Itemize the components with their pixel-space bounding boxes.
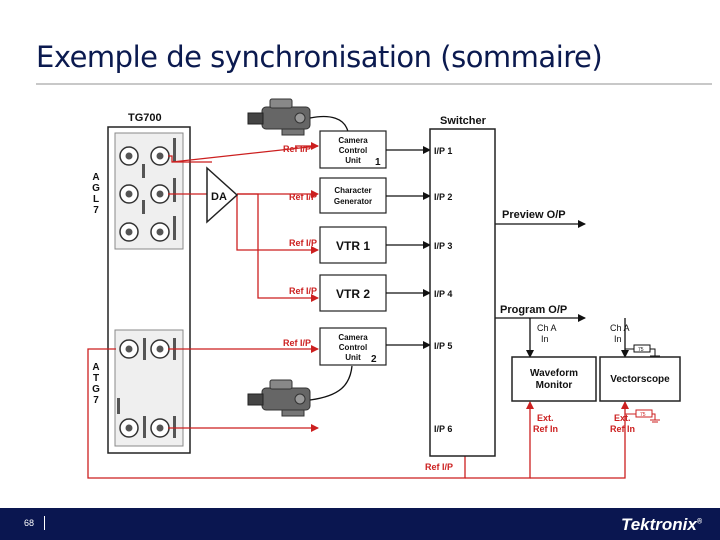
ref-input-label: Ref I/P bbox=[425, 462, 453, 472]
ccu2-line: Unit bbox=[345, 353, 361, 362]
vtr-1 bbox=[319, 226, 387, 264]
da-amplifier bbox=[206, 166, 239, 224]
chargen-line: Character bbox=[334, 186, 371, 195]
camera-links bbox=[309, 115, 353, 401]
switcher-box bbox=[429, 128, 496, 457]
bnc-connector-icon bbox=[119, 339, 139, 359]
ccu2-line: Control bbox=[339, 343, 367, 352]
ext-ref-label: Ext. bbox=[614, 413, 631, 423]
ext-ref-label: Ref In bbox=[610, 424, 635, 434]
ccu2-number: 2 bbox=[371, 354, 377, 365]
waveform-monitor bbox=[511, 356, 597, 402]
page-number: 68 bbox=[24, 518, 35, 528]
title-divider bbox=[36, 83, 712, 85]
program-output-label: Program O/P bbox=[500, 304, 567, 316]
atg7-letter: 7 bbox=[93, 395, 99, 406]
footer-bar: 68 Tektronix® bbox=[0, 508, 720, 540]
slide-title: Exemple de synchronisation (sommaire) bbox=[36, 40, 603, 74]
atg7-letter: A bbox=[92, 362, 99, 373]
switcher-input-label: I/P 2 bbox=[434, 192, 452, 202]
ccu1-line: Control bbox=[339, 146, 367, 155]
switcher-input-label: I/P 5 bbox=[434, 341, 452, 351]
bnc-connector-icon bbox=[150, 184, 170, 204]
switcher-input-label: I/P 1 bbox=[434, 146, 452, 156]
preview-output-label: Preview O/P bbox=[502, 209, 566, 221]
cha-in-label: In bbox=[614, 334, 622, 344]
character-generator bbox=[319, 177, 387, 214]
ccu2-line: Camera bbox=[338, 333, 368, 342]
ref-input-label: Ref I/P bbox=[289, 192, 317, 202]
vtr1-label: VTR 1 bbox=[336, 239, 370, 253]
page-separator bbox=[44, 516, 45, 530]
ext-ref-label: Ext. bbox=[537, 413, 554, 423]
terminator-icon bbox=[625, 409, 660, 423]
sync-diagram: TG700 A G L 7 A T G 7 DA bbox=[87, 98, 681, 479]
camera-control-unit-1 bbox=[319, 130, 387, 169]
atg7-letter: G bbox=[92, 384, 100, 395]
vtr2-label: VTR 2 bbox=[336, 287, 370, 301]
ref-input-label: Ref I/P bbox=[283, 144, 311, 154]
da-label: DA bbox=[211, 191, 227, 203]
ref-input-label: Ref I/P bbox=[283, 338, 311, 348]
vectorscope-label: Vectorscope bbox=[610, 374, 670, 385]
logo-text: Tektronix bbox=[620, 515, 697, 534]
generator-model-label: TG700 bbox=[128, 112, 162, 124]
agl7-letter: G bbox=[92, 183, 100, 194]
ccu1-line: Camera bbox=[338, 136, 368, 145]
cha-in-label: In bbox=[541, 334, 549, 344]
ccu1-line: Unit bbox=[345, 156, 361, 165]
agl7-letter: 7 bbox=[93, 205, 99, 216]
camera-control-unit-2 bbox=[319, 327, 387, 366]
reference-signal-lines bbox=[87, 145, 629, 479]
cha-in-label: Ch A bbox=[537, 323, 557, 333]
bnc-connector-icon bbox=[119, 184, 139, 204]
ccu1-number: 1 bbox=[375, 157, 381, 168]
bnc-connector-icon bbox=[119, 222, 139, 242]
video-camera-icon bbox=[247, 379, 311, 417]
vtr-2 bbox=[319, 274, 387, 312]
ref-input-label: Ref I/P bbox=[289, 238, 317, 248]
bnc-connector-icon bbox=[150, 418, 170, 438]
agl7-letter: A bbox=[92, 172, 99, 183]
switcher-label: Switcher bbox=[440, 115, 487, 127]
switcher-input-label: I/P 3 bbox=[434, 241, 452, 251]
bnc-connector-icon bbox=[150, 339, 170, 359]
atg7-letter: T bbox=[93, 373, 99, 384]
chargen-line: Generator bbox=[334, 197, 372, 206]
tektronix-logo: Tektronix® bbox=[621, 515, 702, 535]
video-camera-icon bbox=[247, 98, 311, 136]
bnc-connector-icon bbox=[119, 418, 139, 438]
port-marking bbox=[142, 138, 176, 240]
agl7-letter: L bbox=[93, 194, 99, 205]
bnc-connector-icon bbox=[150, 222, 170, 242]
cha-in-label: Ch A bbox=[610, 323, 630, 333]
terminator-value: 75 bbox=[638, 347, 644, 353]
terminator-value: 75 bbox=[640, 412, 646, 418]
bnc-connector-icon bbox=[150, 146, 170, 166]
ext-ref-label: Ref In bbox=[533, 424, 558, 434]
ref-input-label: Ref I/P bbox=[289, 286, 317, 296]
logo-mark: ® bbox=[696, 518, 702, 526]
waveform-line: Waveform bbox=[530, 368, 578, 379]
switcher-input-label: I/P 6 bbox=[434, 424, 452, 434]
switcher-input-label: I/P 4 bbox=[434, 289, 452, 299]
video-signal-lines bbox=[386, 146, 629, 358]
waveform-line: Monitor bbox=[536, 380, 573, 391]
vectorscope bbox=[599, 356, 681, 402]
bnc-connector-icon bbox=[119, 146, 139, 166]
